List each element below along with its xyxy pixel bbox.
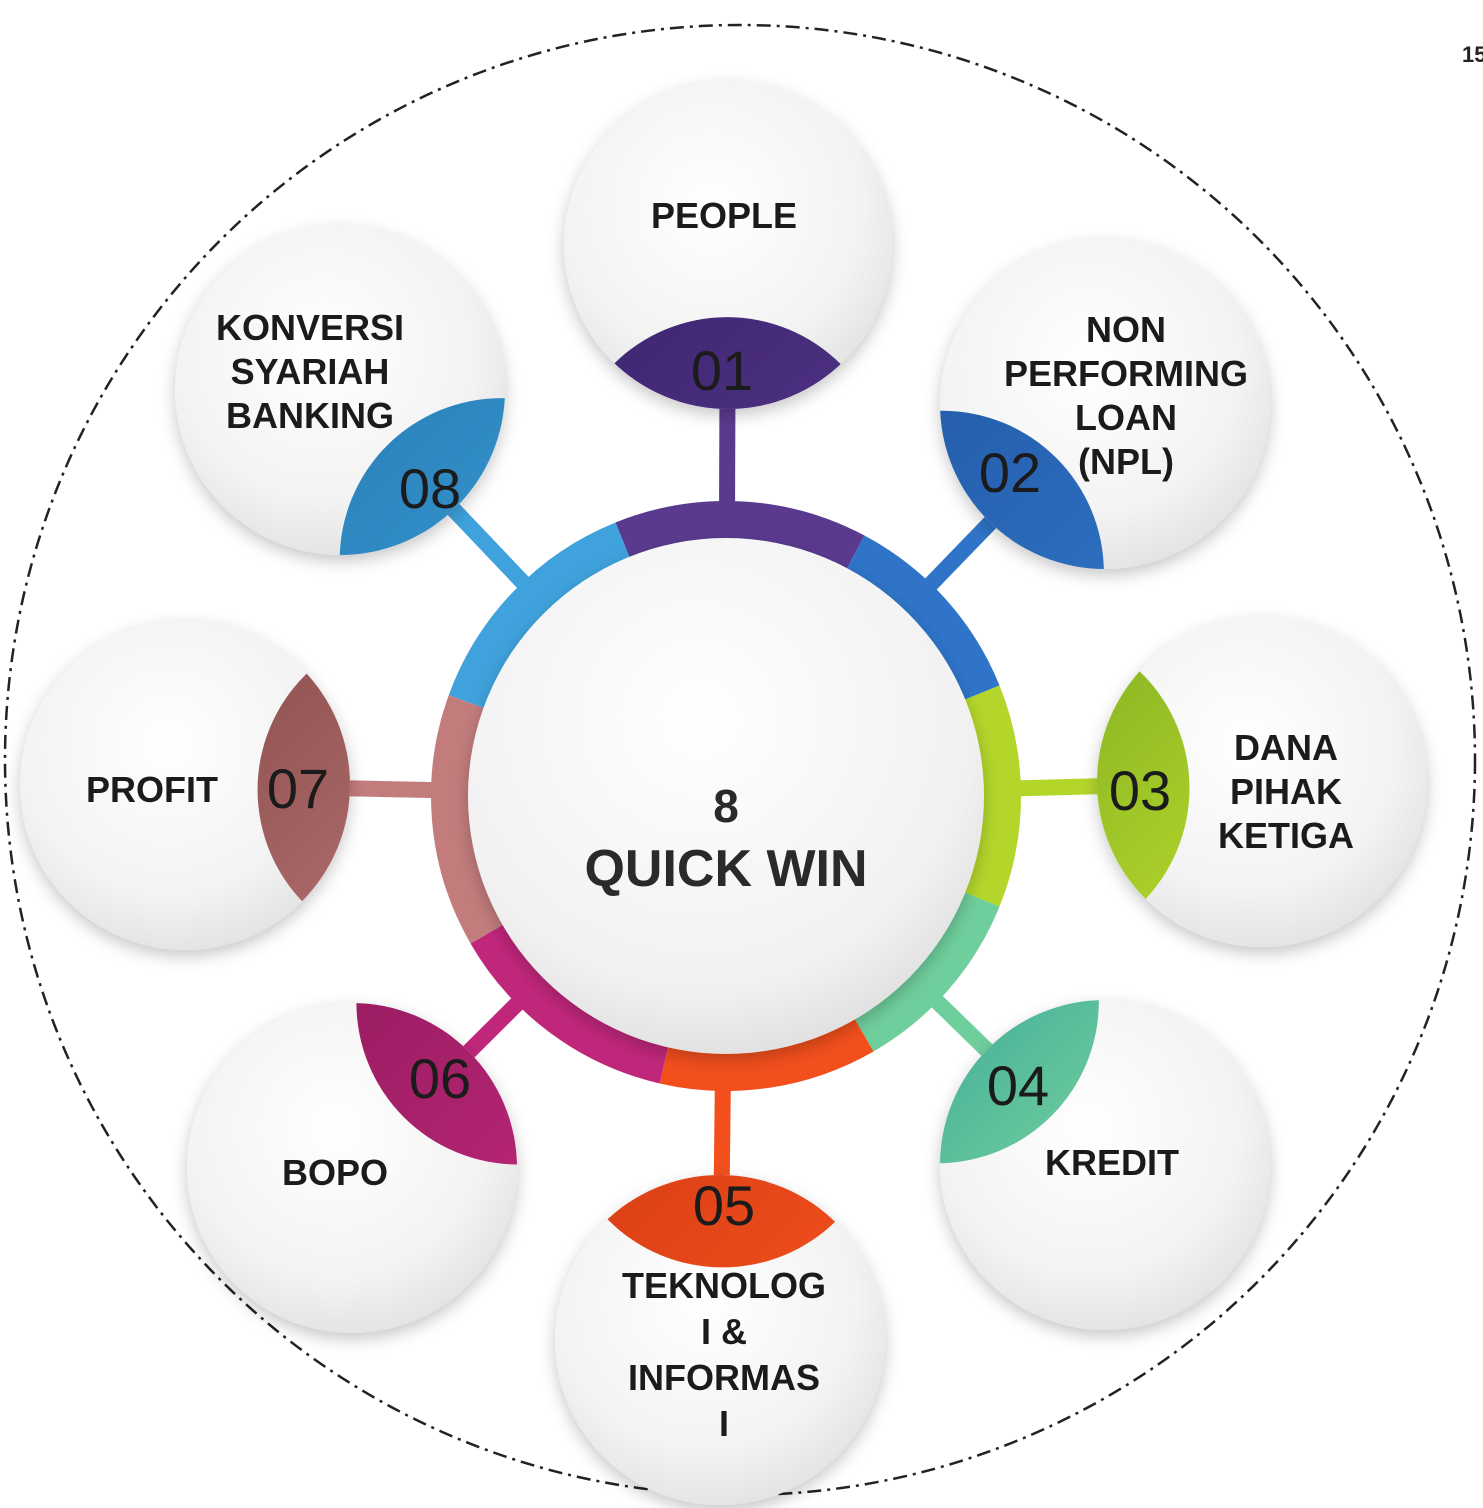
node-number: 08 — [399, 457, 461, 520]
node-number: 02 — [979, 441, 1041, 504]
spokes — [339, 398, 1108, 1186]
ring-segment-07 — [431, 695, 506, 944]
spoke-06 — [456, 991, 530, 1065]
node-label-line: NON — [1086, 309, 1166, 350]
node-label-line: PROFIT — [86, 769, 218, 810]
node-circle — [20, 620, 350, 950]
ring-segment-03 — [962, 685, 1021, 907]
ring-segment-01 — [615, 501, 865, 571]
ring-segment-02 — [845, 535, 1000, 701]
node-label-line: INFORMAS — [628, 1357, 820, 1398]
node-label-line: KREDIT — [1045, 1142, 1179, 1183]
node-number: 03 — [1109, 759, 1171, 822]
ring-segment-08 — [448, 522, 631, 710]
node-label: PROFIT — [86, 769, 218, 810]
node-number: 01 — [691, 339, 753, 402]
hub-count: 8 — [713, 780, 739, 832]
spoke-03 — [1010, 778, 1108, 797]
node-circle — [1097, 617, 1427, 947]
outer-dashed-circle — [3, 23, 1477, 1497]
node-accent — [940, 1000, 1099, 1164]
node-accent — [356, 1003, 517, 1165]
node-label-line: PERFORMING — [1004, 353, 1248, 394]
node-label: PEOPLE — [651, 195, 797, 236]
node-label-line: PIHAK — [1230, 771, 1342, 812]
hub-title: QUICK WIN — [584, 840, 867, 898]
node-label-line: BANKING — [226, 395, 394, 436]
node-number: 06 — [409, 1047, 471, 1110]
spoke-02 — [918, 509, 1004, 597]
ring-segment-05 — [659, 1016, 874, 1091]
node-label-line: I — [719, 1403, 729, 1444]
spoke-05 — [713, 1080, 731, 1186]
ring-segment-06 — [470, 923, 669, 1084]
node-label-line: I & — [701, 1311, 747, 1352]
node-label: TEKNOLOG I & INFORMAS I — [622, 1265, 826, 1444]
ring-segment-04 — [853, 891, 1000, 1052]
node-label-line: (NPL) — [1078, 441, 1174, 482]
node-circle — [555, 1175, 885, 1505]
node-label-line: LOAN — [1075, 397, 1177, 438]
node-label-line: KONVERSI — [216, 307, 404, 348]
node-label: BOPO — [282, 1152, 388, 1193]
node-label-line: DANA — [1234, 727, 1338, 768]
page-number: 15 — [1462, 42, 1483, 67]
node-number: 04 — [987, 1054, 1049, 1117]
node-label-line: KETIGA — [1218, 815, 1354, 856]
node-accent — [339, 398, 505, 555]
node-number: 05 — [693, 1174, 755, 1237]
spoke-08 — [441, 496, 536, 595]
node-label-line: SYARIAH — [231, 351, 390, 392]
hub-circle — [468, 538, 984, 1054]
node-label-line: PEOPLE — [651, 195, 797, 236]
spoke-07 — [339, 780, 442, 799]
node-number: 07 — [267, 757, 329, 820]
node-label: KREDIT — [1045, 1142, 1179, 1183]
node-circle — [564, 81, 892, 409]
node-accent — [940, 410, 1104, 569]
hub: 8 QUICK WIN — [468, 538, 984, 1054]
node-label-line: BOPO — [282, 1152, 388, 1193]
hub-ring — [431, 501, 1021, 1091]
node-label-line: TEKNOLOG — [622, 1265, 826, 1306]
spoke-04 — [924, 989, 1000, 1063]
